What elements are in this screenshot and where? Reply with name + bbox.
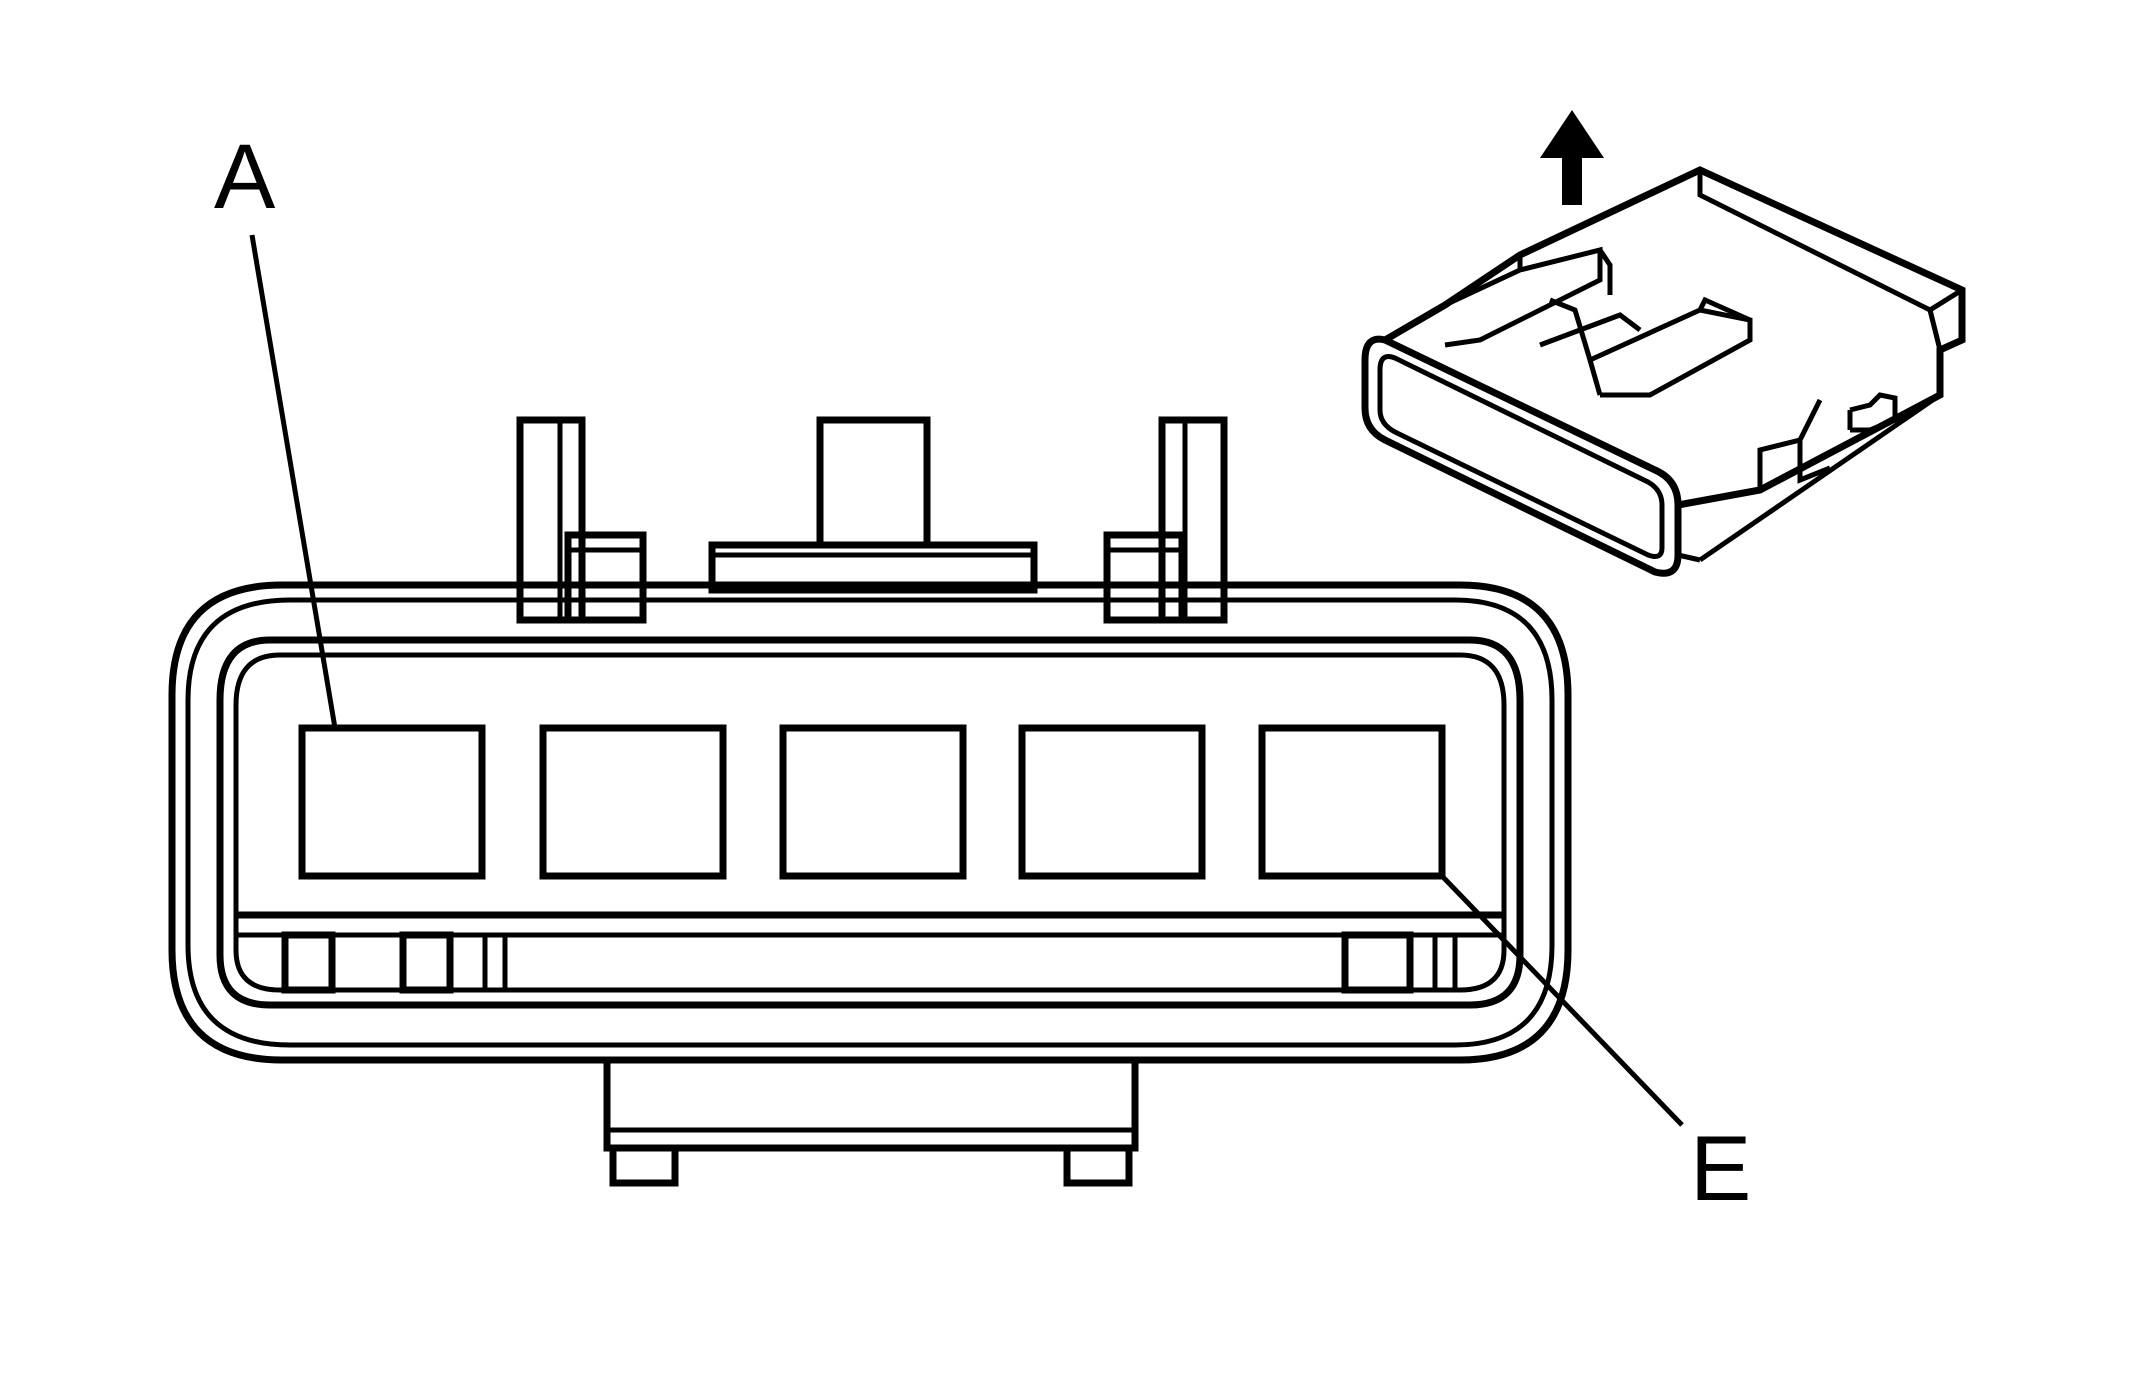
pin-cavity-c <box>779 724 967 880</box>
callout-label-e: E <box>1690 1118 1751 1220</box>
pin-cavity-e <box>1258 724 1446 880</box>
callout-leader-e <box>1440 874 1684 1127</box>
callout-label-a: A <box>214 126 276 228</box>
connector-face-view: A E <box>168 126 1751 1220</box>
lower-lock-rail <box>236 911 1504 994</box>
housing-inner-cavity <box>216 636 1524 1009</box>
up-arrow-icon <box>1540 110 1604 205</box>
bottom-tab <box>603 1056 1139 1187</box>
pin-cavity-a <box>298 724 486 880</box>
connector-isometric-view <box>1361 110 1966 577</box>
left-latch-post <box>516 416 647 624</box>
center-key <box>708 416 1038 594</box>
housing-outer-shell <box>168 581 1572 1064</box>
pin-cavity-d <box>1018 724 1206 880</box>
housing-outer-shell-inner-edge <box>185 597 1555 1048</box>
housing-inner-cavity-edge <box>233 652 1507 993</box>
pin-cavity-row <box>298 724 1446 880</box>
right-latch-post <box>1103 416 1228 624</box>
pin-cavity-b <box>539 724 727 880</box>
callout-leader-a <box>249 234 338 729</box>
